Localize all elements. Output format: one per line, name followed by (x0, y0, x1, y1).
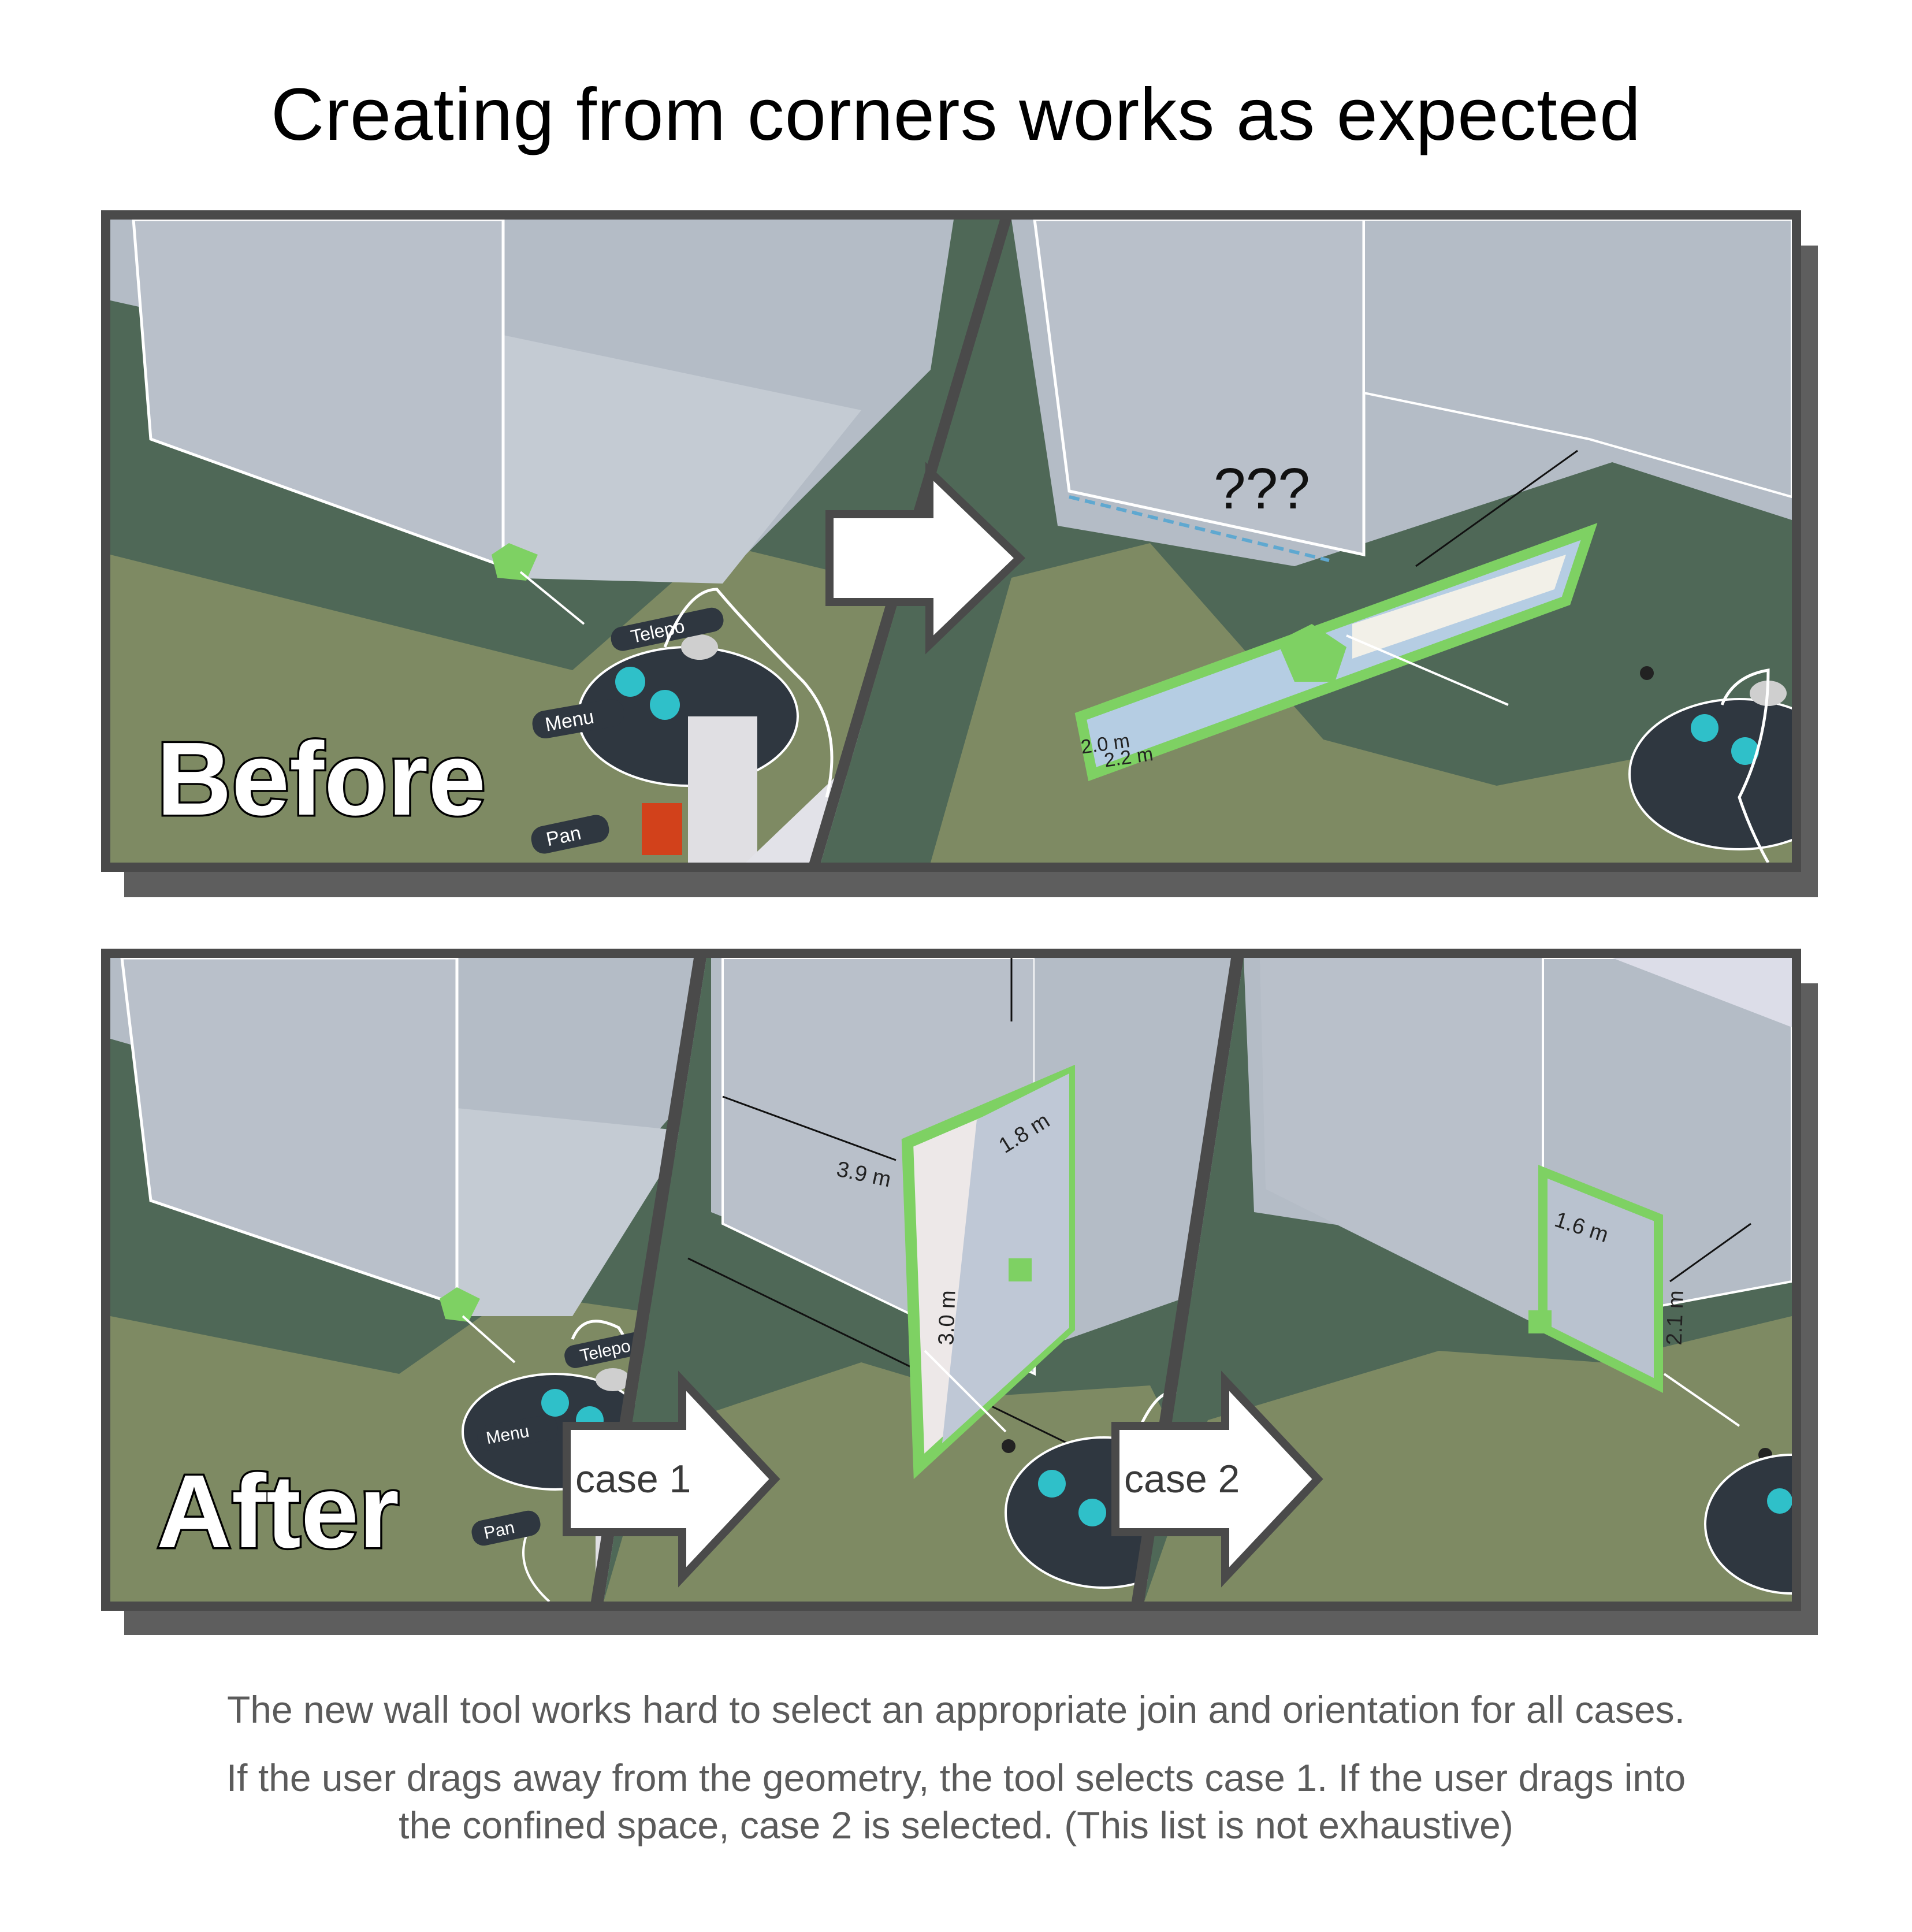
case1-arrow-label: case 1 (575, 1457, 691, 1501)
case2-dim-2: 2.1 m (1662, 1290, 1688, 1346)
case1-arrow: case 1 (563, 1370, 780, 1588)
before-scene: Telepo Menu Pan ??? 2.0 m 2.2 m (110, 220, 1792, 863)
before-corner-handle-icon[interactable] (492, 543, 538, 581)
before-right-frame: ??? 2.0 m 2.2 m (821, 220, 1792, 863)
after-right-frame: 1.6 m 2.1 m (1144, 958, 1792, 1602)
before-label: Before (157, 721, 486, 837)
controller-right-icon (1628, 698, 1792, 850)
before-wall-handle-icon[interactable] (1277, 624, 1346, 682)
after-corner-handle-icon[interactable] (440, 1287, 480, 1322)
caption-line-3: the confined space, case 2 is selected. … (399, 1804, 1513, 1846)
after-middle-frame: 3.9 m 1.8 m 3.0 m (604, 958, 1243, 1602)
case1-dim-3: 3.0 m (934, 1290, 960, 1346)
after-label: After (157, 1454, 399, 1570)
wall-preview-case2[interactable] (1538, 1165, 1663, 1393)
caption-line-2: If the user drags away from the geometry… (226, 1756, 1686, 1799)
before-panel: Telepo Menu Pan ??? 2.0 m 2.2 m (101, 210, 1801, 872)
case2-arrow: case 2 (1111, 1370, 1323, 1588)
after-panel: Telepo Menu Pan 3.9 m 1.8 m 3.0 m (101, 949, 1801, 1611)
page-title: Creating from corners works as expected (270, 73, 1642, 156)
caption-line-1: The new wall tool works hard to select a… (226, 1688, 1686, 1731)
before-transition-arrow-icon (825, 462, 1026, 655)
case2-arrow-label: case 2 (1124, 1457, 1240, 1501)
question-marks: ??? (1214, 456, 1310, 521)
controller-case2-icon (1704, 1454, 1792, 1595)
after-scene: Telepo Menu Pan 3.9 m 1.8 m 3.0 m (110, 958, 1792, 1602)
